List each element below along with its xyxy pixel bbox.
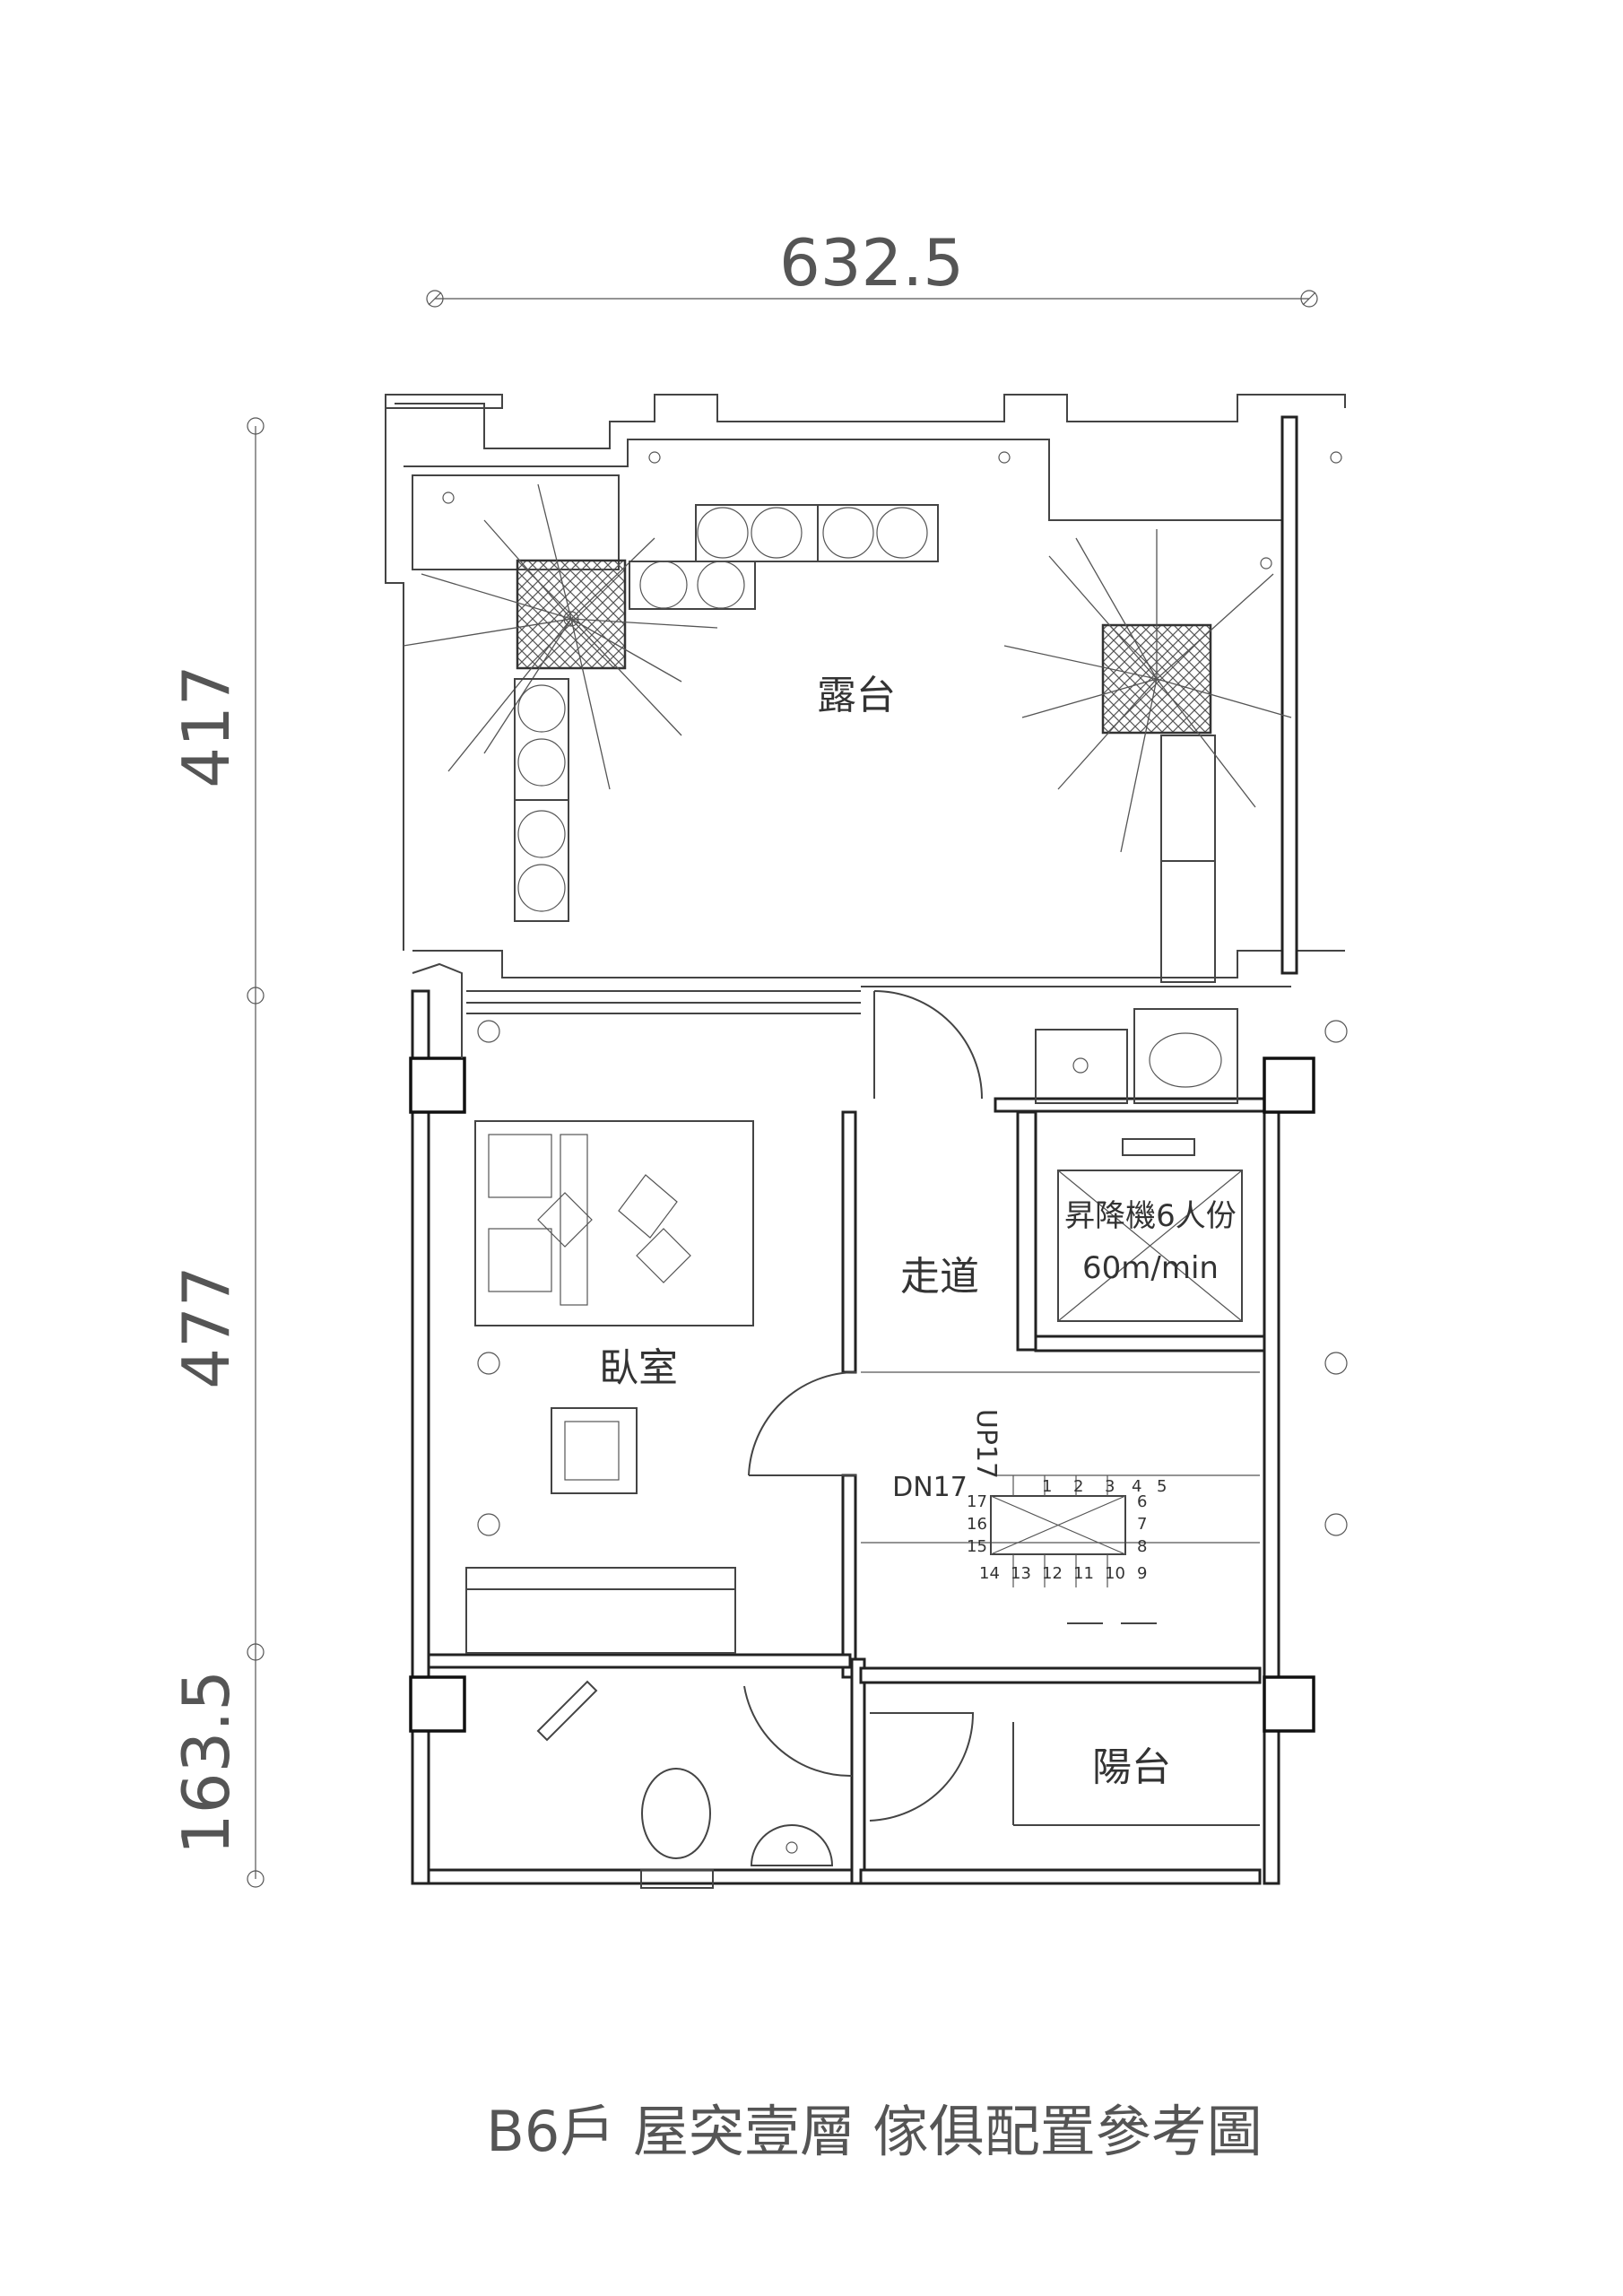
drawing-caption: B6戶 屋突壹層 傢俱配置參考圖 — [486, 2099, 1262, 2164]
terrace-parapet — [385, 394, 1346, 978]
stair-step-4: 4 — [1132, 1477, 1141, 1496]
drain-markers — [442, 451, 1342, 570]
stair-step-3: 3 — [1105, 1477, 1115, 1496]
balcony-label: 陽台 — [1092, 1744, 1171, 1790]
bedroom-label: 臥室 — [599, 1345, 678, 1391]
top-dimension-label: 632.5 — [779, 225, 964, 300]
terrace-seating-left — [514, 678, 569, 922]
stair-step-2: 2 — [1073, 1477, 1083, 1496]
interior-walls — [411, 986, 1291, 1885]
terrace-planter-right — [1003, 529, 1292, 983]
laundry-sink — [1035, 1029, 1128, 1104]
left-dimension-label-1: 417 — [169, 665, 244, 787]
stair-step-17: 17 — [967, 1492, 987, 1511]
doors — [536, 990, 983, 1822]
wall-lights — [477, 1020, 1348, 1536]
stair-step-10: 10 — [1105, 1564, 1125, 1583]
bed — [474, 1120, 754, 1326]
left-dimension-label-3: 163.5 — [169, 1670, 244, 1855]
armchair — [551, 1407, 638, 1494]
elevator-label-line1: 昇降機6人份 — [1064, 1198, 1237, 1234]
stair-step-6: 6 — [1137, 1492, 1147, 1511]
stair-step-1: 1 — [1042, 1477, 1052, 1496]
left-dimension-line: 417 477 163.5 — [169, 417, 265, 1888]
stair-step-11: 11 — [1073, 1564, 1094, 1583]
stair-step-13: 13 — [1011, 1564, 1031, 1583]
stair-step-5: 5 — [1157, 1477, 1167, 1496]
stair-step-8: 8 — [1137, 1537, 1147, 1556]
stair-step-15: 15 — [967, 1537, 987, 1556]
wash-basin — [750, 1824, 834, 1866]
corridor-label: 走道 — [900, 1254, 979, 1300]
washing-machine — [1133, 1008, 1238, 1104]
stair-step-7: 7 — [1137, 1515, 1147, 1534]
stair-step-14: 14 — [979, 1564, 1000, 1583]
left-dimension-label-2: 477 — [169, 1265, 244, 1388]
elevator-label-line2: 60m/min — [1082, 1250, 1219, 1286]
stair-step-12: 12 — [1042, 1564, 1063, 1583]
elevator: 昇降機6人份 60m/min — [1057, 1138, 1243, 1322]
terrace-planter-left — [403, 483, 718, 790]
terrace-seating-top — [629, 504, 939, 610]
stair-step-9: 9 — [1137, 1564, 1147, 1583]
staircase: 1 2 3 4 5 6 7 8 9 10 11 12 13 14 15 16 1… — [861, 1371, 1260, 1624]
stair-up-label: UP17 — [970, 1409, 1002, 1479]
toilet — [640, 1768, 714, 1889]
top-dimension-line: 632.5 — [426, 225, 1318, 308]
structural-columns — [409, 962, 1315, 1733]
stair-down-label: DN17 — [892, 1472, 968, 1503]
stair-step-16: 16 — [967, 1515, 987, 1534]
terrace-label: 露台 — [817, 673, 896, 718]
